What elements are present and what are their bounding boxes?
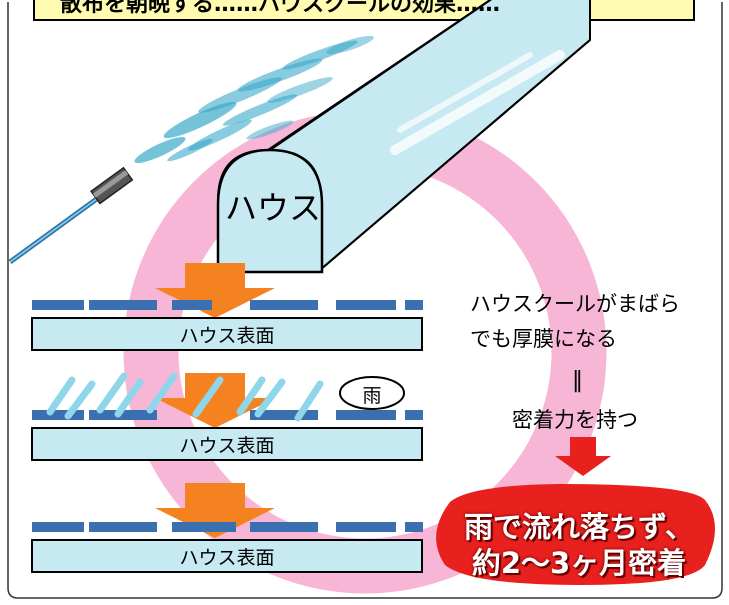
outer-frame <box>7 2 723 599</box>
spray-nozzle <box>90 166 134 205</box>
greenhouse <box>216 0 591 274</box>
surface-label-3: ハウス表面 <box>179 547 275 569</box>
equals-mark: ‖ <box>572 368 583 393</box>
stage-1 <box>31 263 423 351</box>
surface-label-1: ハウス表面 <box>179 325 275 347</box>
surface-label-2: ハウス表面 <box>179 435 275 457</box>
result-line-1: 雨で流れ落ちず、 <box>464 510 694 544</box>
result-bubble <box>436 484 715 585</box>
stage-2 <box>31 372 423 461</box>
result-arrow <box>555 437 611 476</box>
header-banner-text: 散布を朝晩する……ハウスクールの効果…… <box>60 0 501 17</box>
rain-label: 雨 <box>362 385 382 407</box>
result-line-2: 約2〜3ヶ月密着 <box>471 546 687 580</box>
explanation-line-3: 密着力を持つ <box>512 408 638 432</box>
explanation-line-2: でも厚膜になる <box>470 327 617 351</box>
rain-streaks <box>46 372 324 422</box>
stage-3 <box>31 483 423 573</box>
water-spray <box>134 35 374 164</box>
house-label: ハウス <box>225 189 322 227</box>
rain-badge <box>339 376 405 410</box>
explanation-line-1: ハウスクールがまばら <box>470 292 680 316</box>
